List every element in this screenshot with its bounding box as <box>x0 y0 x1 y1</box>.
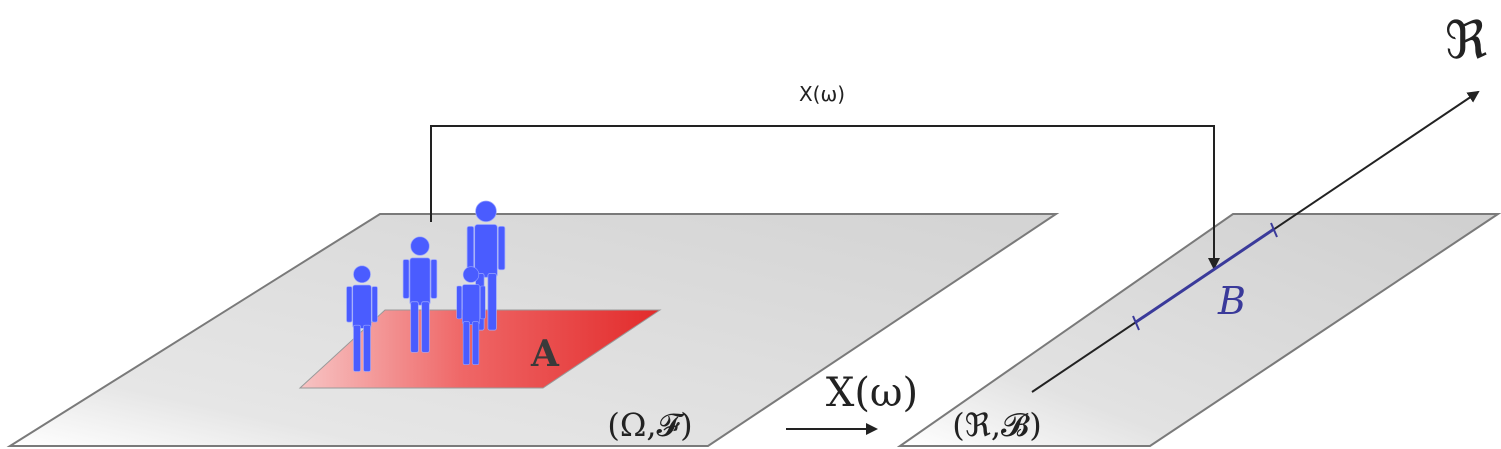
map-label-bottom: X(ω) <box>826 370 918 416</box>
set-b-interval <box>1135 227 1275 324</box>
map-label-top: X(ω) <box>799 82 845 106</box>
set-b-label: B <box>1217 279 1246 323</box>
mapping-arrow <box>430 125 1220 270</box>
real-space-plane <box>896 213 1501 447</box>
set-b-right-tick <box>1270 222 1278 238</box>
sample-space-label: (Ω,𝓕) <box>607 406 692 444</box>
set-a-label: A <box>530 333 560 375</box>
real-space-label: (ℜ,𝓑) <box>952 406 1041 444</box>
real-axis-label: ℜ <box>1445 11 1487 71</box>
set-b-left-tick <box>1132 315 1140 331</box>
